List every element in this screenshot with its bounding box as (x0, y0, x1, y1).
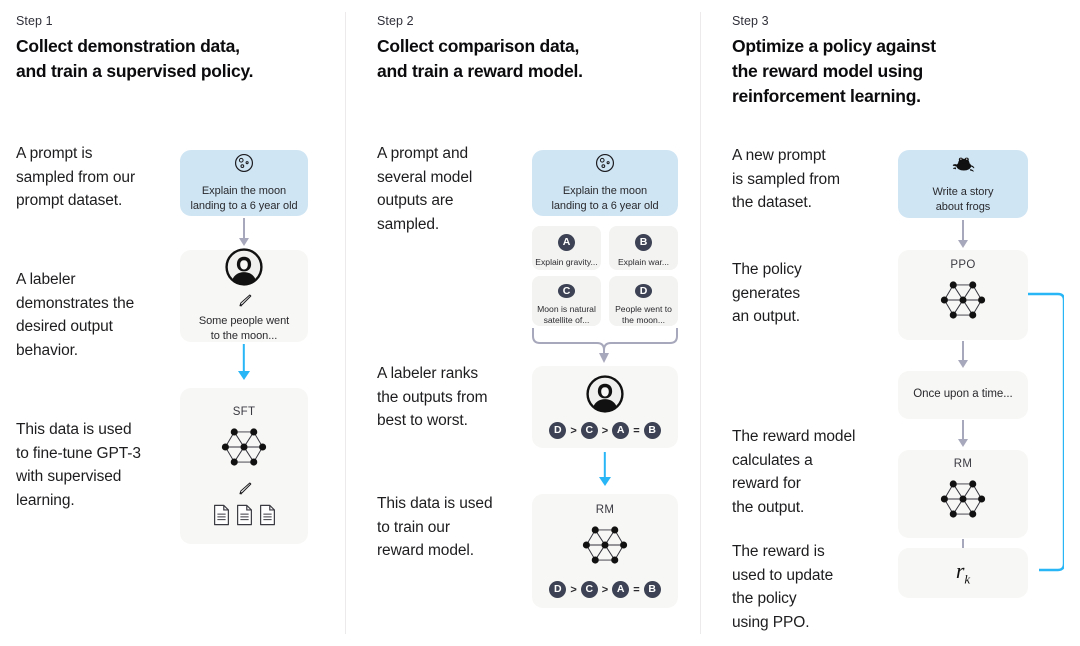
rank-badge-3: A (612, 581, 630, 598)
option-badge-c: C (558, 284, 575, 298)
step-3-output-text: Once upon a time... (913, 388, 1013, 401)
step-2-labeler-card[interactable]: D > C > A = B (532, 366, 678, 448)
column-divider-2 (700, 12, 701, 634)
pencil-icon (237, 482, 252, 500)
step-2-title: Collect comparison data, and train a rew… (377, 36, 583, 81)
step-1-prompt-text: Explain the moon landing to a 6 year old (190, 185, 298, 212)
step-3-caption-2: The policy generates an output. (732, 261, 802, 326)
rank-badge-3: A (612, 422, 630, 439)
step-3-ppo-title: PPO (950, 258, 976, 271)
step-1-column: Step 1 Collect demonstration data, and t… (0, 0, 345, 646)
step-1-caption-2: A labeler demonstrates the desired outpu… (16, 271, 135, 359)
step-3-rm-card[interactable]: RM (898, 450, 1028, 538)
step-2-rm-title: RM (595, 504, 615, 516)
labeler-avatar-icon (225, 248, 263, 291)
step-2-merge-connector (532, 328, 678, 363)
reward-subscript: k (964, 571, 971, 587)
step-1-labeler-card[interactable]: Some people went to the moon... (180, 248, 308, 342)
rank-badge-2: C (580, 422, 598, 439)
step-1-caption-1: A prompt is sampled from our prompt data… (16, 145, 136, 210)
column-divider-1 (345, 12, 346, 634)
neural-network-icon (213, 420, 275, 479)
option-card-a[interactable]: A Explain gravity... (532, 226, 601, 270)
rank-op-2: > (601, 424, 609, 437)
ranking-row-rm: D > C > A = B (549, 581, 661, 598)
moon-icon (233, 152, 255, 179)
step-1-sft-card[interactable]: SFT (180, 388, 308, 544)
step-1-label: Step 1 (16, 14, 53, 28)
step-1-demo-text: Some people went to the moon... (198, 315, 290, 342)
step-3-caption-3: The reward model calculates a reward for… (732, 428, 856, 516)
step-2-prompt-card[interactable]: Explain the moon landing to a 6 year old (532, 150, 678, 216)
reward-letter: r (955, 558, 965, 584)
rank-badge-1: D (549, 422, 567, 439)
labeler-avatar-icon (586, 375, 624, 418)
rank-badge-1: D (549, 581, 567, 598)
step-1-caption-3: This data is used to fine-tune GPT-3 wit… (16, 421, 141, 509)
rank-op-2: > (601, 583, 609, 596)
step-2-prompt-text: Explain the moon landing to a 6 year old (551, 185, 659, 212)
option-text-d: People went to the moon... (615, 303, 672, 325)
step-3-caption-4: The reward is used to update the policy … (732, 543, 834, 631)
rank-op-3: = (633, 424, 640, 437)
step-3-arrow-1 (951, 220, 975, 248)
rank-op-3: = (633, 583, 640, 596)
option-text-a: Explain gravity... (535, 257, 598, 267)
step-2-caption-1: A prompt and several model outputs are s… (377, 145, 473, 233)
option-text-c: Moon is natural satellite of... (537, 303, 596, 325)
step-2-column: Step 2 Collect comparison data, and trai… (361, 0, 700, 646)
rank-badge-4: B (643, 581, 661, 598)
step-3-prompt-card[interactable]: Write a story about frogs (898, 150, 1028, 218)
step-3-label: Step 3 (732, 14, 769, 28)
step-3-arrow-3 (951, 420, 975, 447)
documents-icon (212, 504, 277, 526)
step-1-prompt-card[interactable]: Explain the moon landing to a 6 year old (180, 150, 308, 216)
step-2-arrow-cyan (593, 452, 617, 486)
step-2-label: Step 2 (377, 14, 414, 28)
step-1-title: Collect demonstration data, and train a … (16, 36, 254, 81)
neural-network-icon (574, 518, 636, 577)
option-badge-b: B (635, 234, 652, 251)
step-3-ppo-card[interactable]: PPO (898, 250, 1028, 340)
option-card-b[interactable]: B Explain war... (609, 226, 678, 270)
option-text-b: Explain war... (617, 257, 670, 267)
rank-op-1: > (570, 583, 577, 596)
step-1-arrow-1 (232, 218, 256, 246)
rank-badge-4: B (643, 422, 661, 439)
step-1-arrow-2 (232, 344, 256, 380)
step-2-caption-3: This data is used to train our reward mo… (377, 495, 493, 560)
neural-network-icon (932, 273, 994, 332)
frog-icon (950, 154, 976, 179)
step-3-prompt-text: Write a story about frogs (932, 185, 994, 213)
option-card-c[interactable]: C Moon is natural satellite of... (532, 276, 601, 326)
step-3-rm-title: RM (953, 457, 973, 470)
step-2-caption-2: A labeler ranks the outputs from best to… (377, 365, 488, 430)
step-3-title: Optimize a policy against the reward mod… (732, 36, 936, 106)
option-badge-a: A (558, 234, 575, 251)
step-3-output-card[interactable]: Once upon a time... (898, 371, 1028, 419)
pencil-icon (237, 294, 252, 312)
moon-icon (594, 152, 616, 179)
rank-badge-2: C (580, 581, 598, 598)
option-badge-d: D (635, 284, 652, 298)
step-2-rm-card[interactable]: RM D > C > A (532, 494, 678, 608)
step-3-reward-card[interactable]: rk (898, 548, 1028, 598)
reward-symbol: rk (956, 558, 970, 587)
option-card-d[interactable]: D People went to the moon... (609, 276, 678, 326)
step-3-column: Step 3 Optimize a policy against the rew… (716, 0, 1080, 646)
rank-op-1: > (570, 424, 577, 437)
ranking-row-labeler: D > C > A = B (549, 422, 661, 439)
step-3-caption-1: A new prompt is sampled from the dataset… (732, 147, 840, 212)
neural-network-icon (932, 472, 994, 531)
step-3-arrow-2 (951, 341, 975, 368)
step-1-sft-title: SFT (232, 406, 256, 418)
